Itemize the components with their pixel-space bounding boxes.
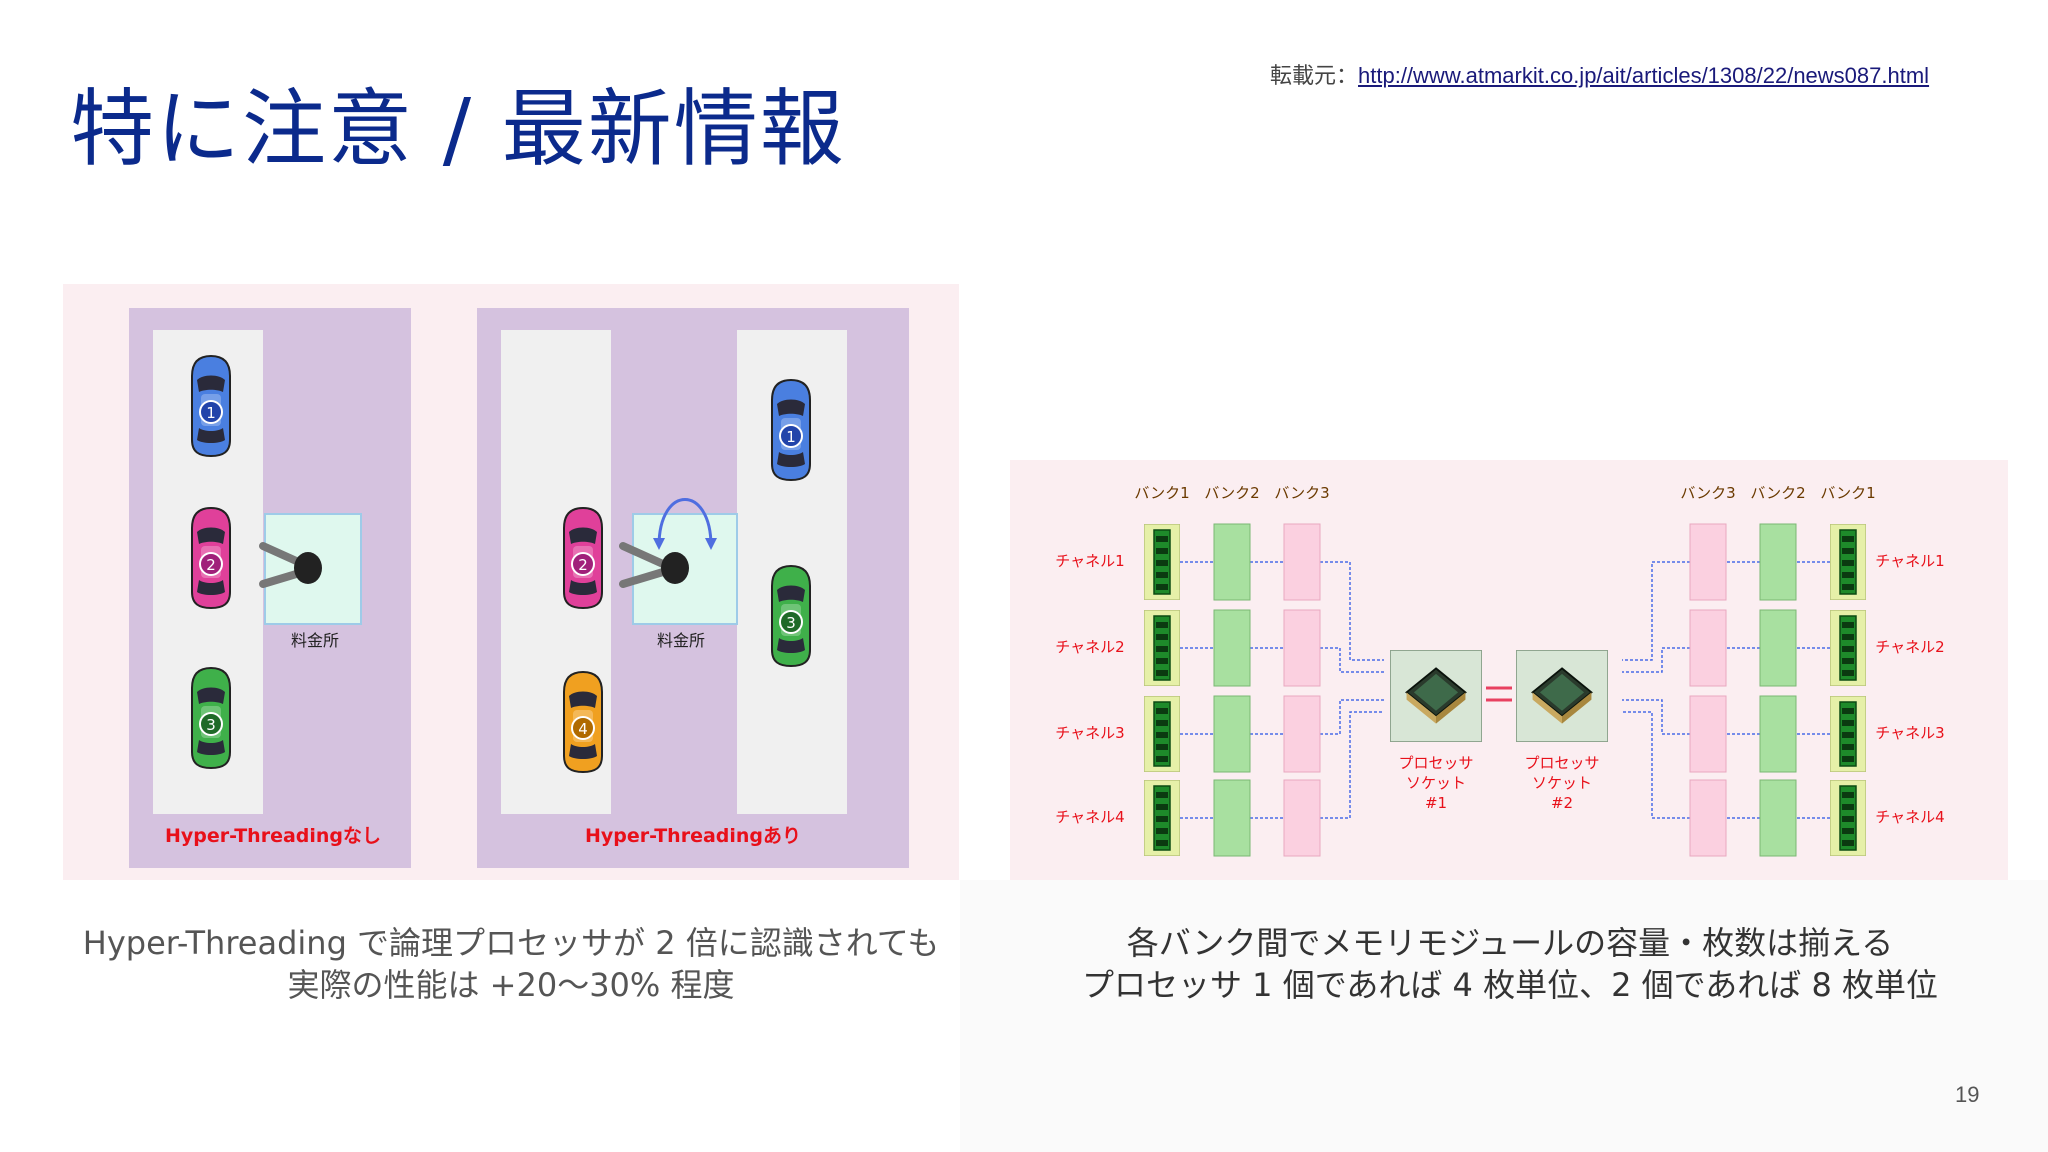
page-title: 特に注意 / 最新情報 [70, 80, 846, 178]
right-caption: 各バンク間でメモリモジュールの容量・枚数は揃える プロセッサ 1 個であれば 4… [1010, 922, 2010, 1006]
car-number: 2 [578, 556, 588, 574]
channel-label-left-1: チャネル1 [1055, 552, 1124, 570]
car-1: 1 [191, 355, 231, 457]
memory-slot [1689, 779, 1727, 857]
hyperthreading-illustration: 料金所 1 2 3 Hyper-Threadingなし [129, 308, 909, 868]
channel-label-right-4: チャネル4 [1875, 808, 1944, 826]
hyperthreading-figure: 料金所 1 2 3 Hyper-Threadingなし [63, 284, 959, 880]
socket-1-label-line1: プロセッサ [1398, 754, 1473, 772]
source-link[interactable]: http://www.atmarkit.co.jp/ait/articles/1… [1358, 63, 1930, 88]
memory-slot [1283, 609, 1321, 687]
booth-operator [294, 552, 322, 584]
memory-module [1144, 524, 1180, 600]
bank-label-left-1: バンク1 [1134, 484, 1189, 502]
panel-caption: Hyper-Threadingあり [585, 825, 801, 847]
memory-module [1830, 610, 1866, 686]
car-number: 3 [786, 614, 796, 632]
arrow-head [705, 538, 717, 550]
channel-label-right-2: チャネル2 [1875, 638, 1944, 656]
memory-module [1144, 780, 1180, 856]
booth-arm [619, 568, 667, 588]
booth-label: 料金所 [291, 631, 339, 650]
car-2: 2 [191, 507, 231, 609]
right-caption-line1: 各バンク間でメモリモジュールの容量・枚数は揃える [1126, 924, 1894, 962]
memory-slot [1283, 695, 1321, 773]
channel-label-right-1: チャネル1 [1875, 552, 1944, 570]
socket-1-label-line3: #1 [1425, 794, 1447, 812]
channel-wires [1160, 561, 1850, 819]
channel-label-left-4: チャネル4 [1055, 808, 1124, 826]
channel-label-left-2: チャネル2 [1055, 638, 1124, 656]
source-label: 転載元： [1270, 63, 1359, 88]
memory-slot [1759, 609, 1797, 687]
memory-slot [1283, 779, 1321, 857]
bank-label-right-3: バンク3 [1680, 484, 1735, 502]
processor-socket-2 [1516, 650, 1608, 742]
socket-1-label-line2: ソケット [1406, 774, 1466, 792]
booth-label: 料金所 [657, 631, 705, 650]
car-2: 2 [563, 507, 603, 609]
left-caption-line2: 実際の性能は +20～30% 程度 [287, 966, 735, 1004]
memory-slot [1759, 779, 1797, 857]
memory-slot [1759, 523, 1797, 601]
panel-with-ht: 料金所 1 2 3 4 Hyper-Threadingあり [477, 308, 909, 868]
socket-2-label-line3: #2 [1551, 794, 1573, 812]
panel-caption: Hyper-Threadingなし [165, 825, 381, 847]
background-strip [960, 880, 2048, 1152]
memory-slot [1213, 779, 1251, 857]
memory-module [1830, 696, 1866, 772]
processor-socket-1 [1390, 650, 1482, 742]
car-3: 3 [771, 565, 811, 667]
socket-2-label-line2: ソケット [1532, 774, 1592, 792]
memory-slot [1213, 523, 1251, 601]
switch-arrow [657, 498, 713, 547]
bank-label-right-1: バンク1 [1820, 484, 1875, 502]
memory-layout-figure: バンク1 バンク2 バンク3 バンク3 バンク2 バンク1 チャネル1 チャネル… [1010, 460, 2008, 880]
memory-module [1830, 524, 1866, 600]
memory-slot [1689, 523, 1727, 601]
memory-module [1144, 696, 1180, 772]
memory-slot [1689, 695, 1727, 773]
memory-slot [1213, 609, 1251, 687]
memory-slot [1283, 523, 1321, 601]
car-number: 1 [206, 404, 216, 422]
channel-label-right-3: チャネル3 [1875, 724, 1944, 742]
car-number: 3 [206, 716, 216, 734]
bank-label-left-3: バンク3 [1274, 484, 1329, 502]
panel-without-ht: 料金所 1 2 3 Hyper-Threadingなし [129, 308, 411, 868]
bank-label-left-2: バンク2 [1204, 484, 1259, 502]
car-1: 1 [771, 379, 811, 481]
bank-label-right-2: バンク2 [1750, 484, 1805, 502]
channel-label-left-3: チャネル3 [1055, 724, 1124, 742]
car-4: 4 [563, 671, 603, 773]
right-bank-modules [1689, 523, 1866, 857]
car-3: 3 [191, 667, 231, 769]
page-number: 19 [1955, 1082, 1980, 1107]
memory-slot [1689, 609, 1727, 687]
toll-booth [632, 513, 738, 625]
left-bank-modules [1144, 523, 1321, 857]
source-citation: 転載元：http://www.atmarkit.co.jp/ait/articl… [1270, 58, 1929, 90]
arrow-head [653, 538, 665, 550]
memory-slot [1759, 695, 1797, 773]
car-number: 4 [578, 720, 588, 738]
memory-module [1830, 780, 1866, 856]
left-caption-line1: Hyper-Threading で論理プロセッサが 2 倍に認識されても [82, 924, 940, 962]
booth-arm [619, 542, 667, 568]
car-number: 2 [206, 556, 216, 574]
toll-booth [264, 513, 362, 625]
memory-slot [1213, 695, 1251, 773]
left-caption: Hyper-Threading で論理プロセッサが 2 倍に認識されても 実際の… [63, 922, 959, 1006]
car-number: 1 [786, 428, 796, 446]
memory-layout-diagram: バンク1 バンク2 バンク3 バンク3 バンク2 バンク1 チャネル1 チャネル… [1055, 484, 1945, 857]
memory-module [1144, 610, 1180, 686]
right-caption-line2: プロセッサ 1 個であれば 4 枚単位、2 個であれば 8 枚単位 [1081, 966, 1938, 1004]
booth-operator [661, 552, 689, 584]
socket-2-label-line1: プロセッサ [1524, 754, 1599, 772]
